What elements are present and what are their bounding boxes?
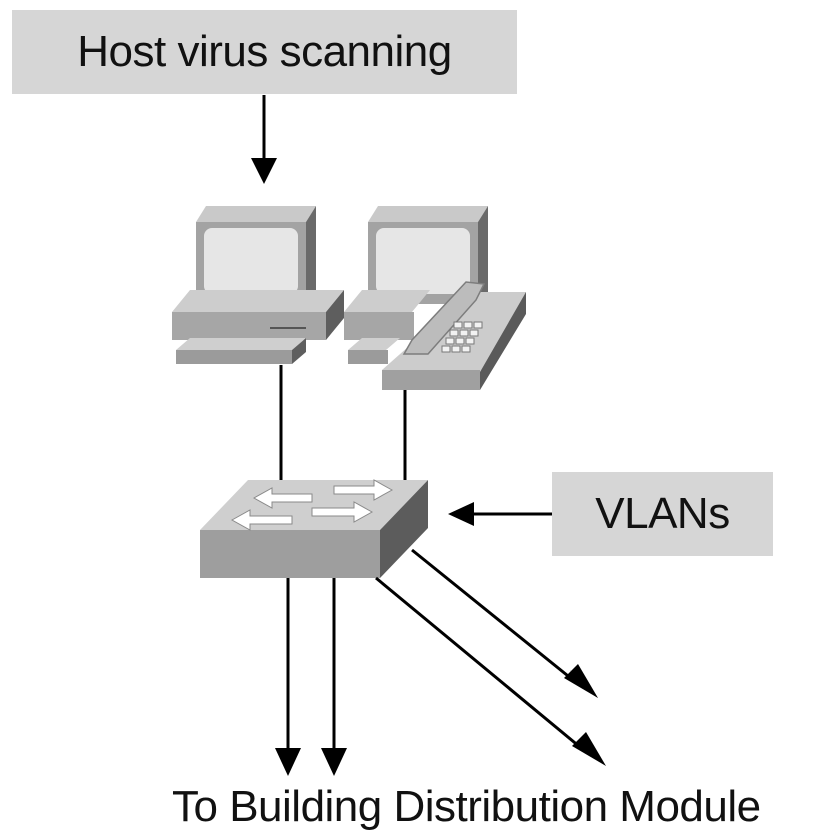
switch-icon <box>200 479 428 578</box>
vlans-label: VLANs <box>552 472 773 556</box>
uplink-arrows <box>275 548 606 776</box>
workstation-icon <box>172 206 344 364</box>
vlans-text: VLANs <box>595 489 730 538</box>
host-virus-scanning-label: Host virus scanning <box>12 10 517 94</box>
host-virus-scanning-text: Host virus scanning <box>77 27 452 76</box>
vlans-arrow <box>448 502 552 526</box>
building-distribution-label: To Building Distribution Module <box>172 782 761 831</box>
phone-keypad <box>441 321 483 353</box>
ip-phone-icon <box>344 206 526 390</box>
device-links <box>279 365 407 480</box>
host-scan-arrow <box>251 95 277 184</box>
